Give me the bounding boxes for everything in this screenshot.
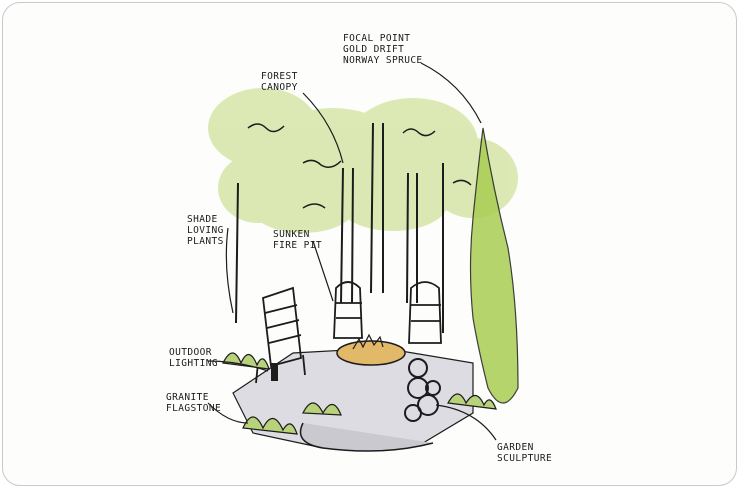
gold-drift-norway-spruce (469, 127, 519, 404)
garden-sculpture-label: GARDEN SCULPTURE (497, 442, 553, 464)
garden-sketch (207, 62, 519, 452)
granite-flagstone-label: GRANITE FLAGSTONE (166, 392, 222, 414)
fire-pit-label: SUNKEN FIRE PIT (273, 229, 322, 251)
outdoor-lighting-label: OUTDOOR LIGHTING (169, 347, 218, 369)
garden-sculpture (404, 358, 441, 422)
adirondack-chairs (255, 281, 442, 384)
shade-plants-label: SHADE LOVING PLANTS (187, 214, 224, 247)
leader-lines (207, 62, 497, 441)
canopy-scribbles (247, 123, 472, 209)
shade-plants (222, 352, 497, 435)
forest-canopy (208, 88, 518, 233)
focal-point-label: FOCAL POINT GOLD DRIFT NORWAY SPRUCE (343, 33, 423, 66)
fire-pit (336, 340, 406, 366)
outdoor-lighting (271, 363, 278, 381)
tree-trunks (235, 122, 444, 333)
granite-flagstone (232, 347, 474, 449)
forest-canopy-label: FOREST CANOPY (261, 71, 298, 93)
